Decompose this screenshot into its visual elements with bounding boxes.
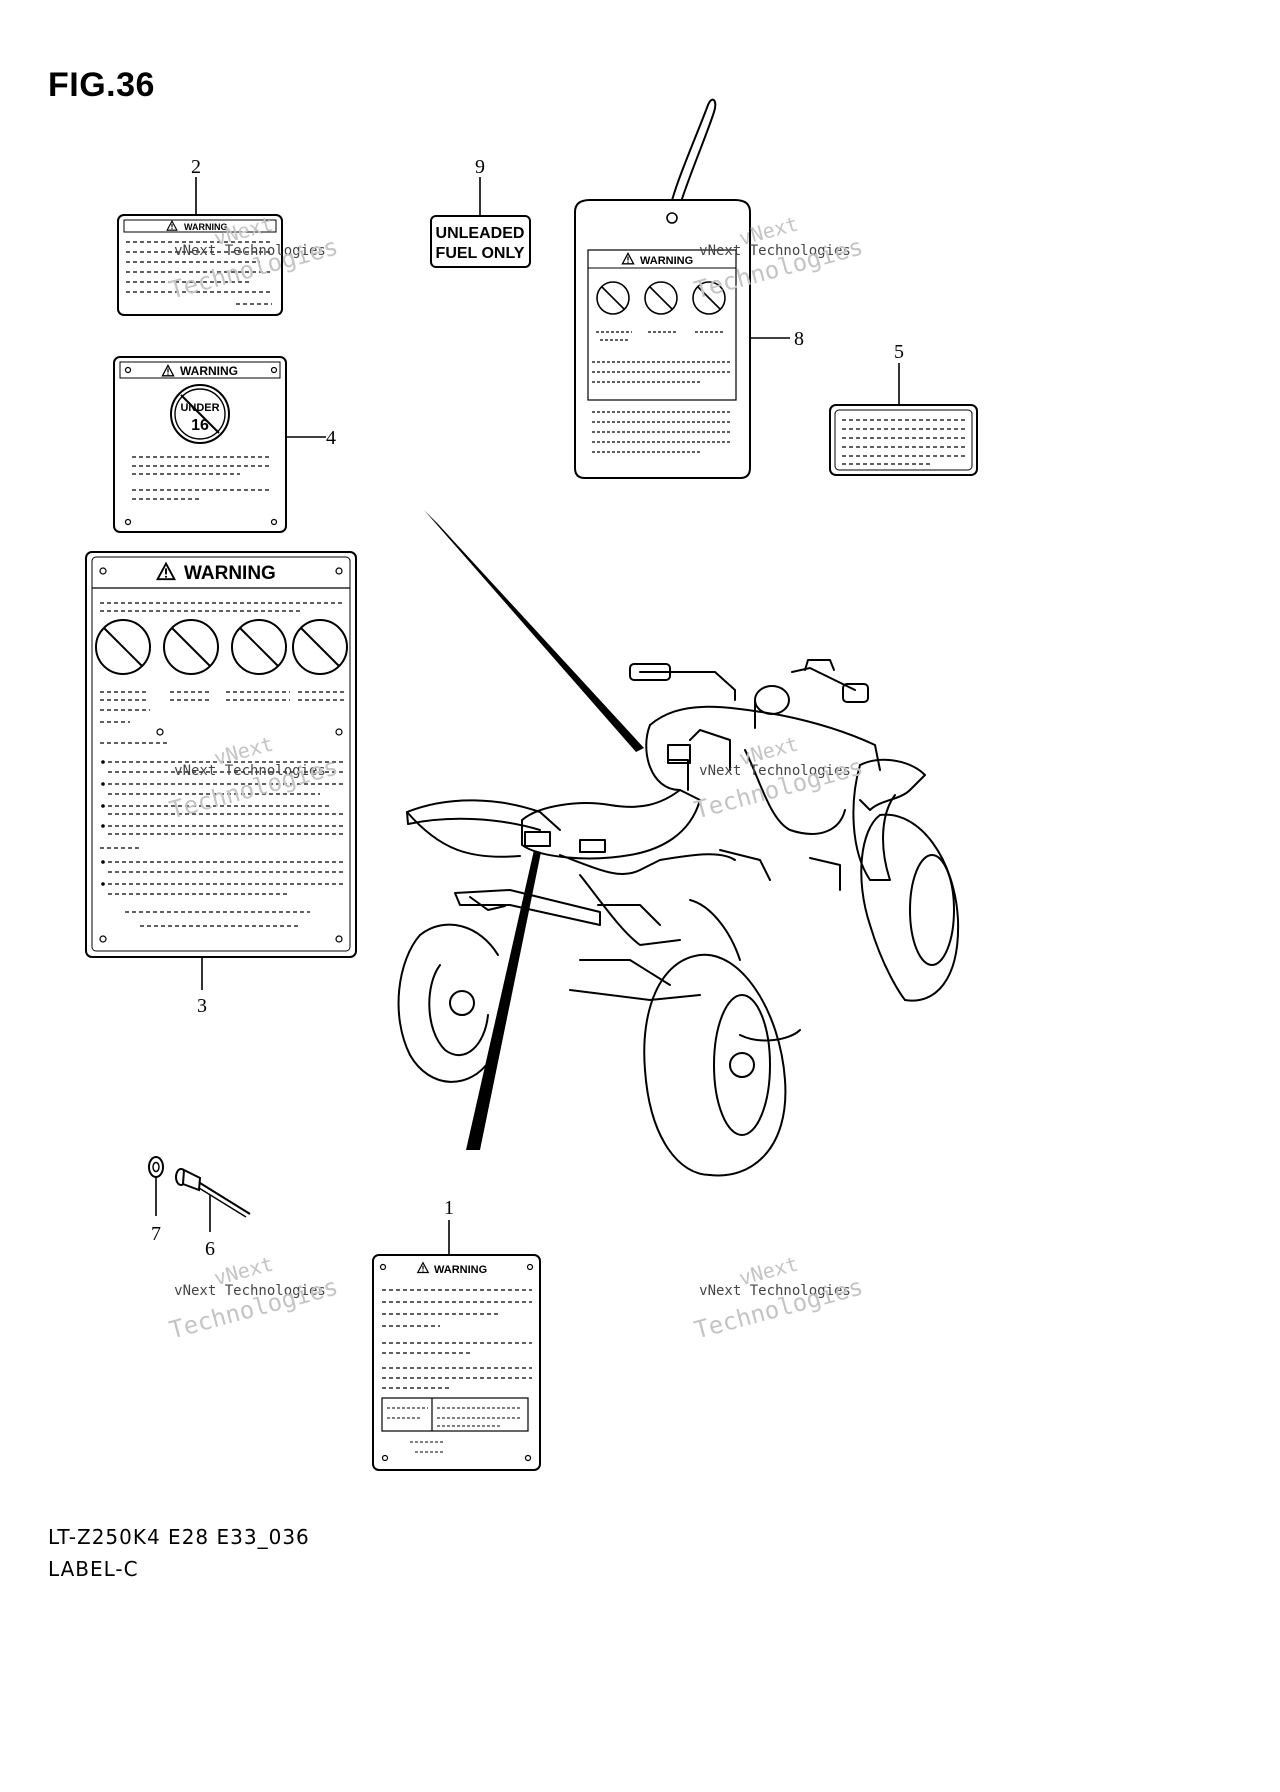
label-part-2: WARNING <box>117 214 283 316</box>
washer-part-7 <box>148 1156 164 1178</box>
age-badge-number: 16 <box>191 417 209 434</box>
label-part-3: WARNING <box>85 551 357 958</box>
label-2-warning-text: WARNING <box>184 222 228 232</box>
label-3-warning-text: WARNING <box>184 563 276 584</box>
watermark-line2: vNext Technologies <box>699 763 851 779</box>
section-name: LABEL-C <box>48 1557 139 1581</box>
label-part-4: WARNING UNDER 16 <box>113 356 287 533</box>
pointer-arrows <box>424 510 644 1150</box>
callout-6: 6 <box>205 1238 215 1260</box>
watermark-line2: vNext Technologies <box>699 243 851 259</box>
age-badge-text: UNDER <box>180 402 219 414</box>
fuel-label-line2: FUEL ONLY <box>436 245 525 262</box>
label-8-warning-text: WARNING <box>640 255 693 267</box>
label-part-5 <box>829 404 978 476</box>
label-part-9: UNLEADED FUEL ONLY <box>430 215 531 268</box>
model-code: LT-Z250K4 E28 E33_036 <box>48 1525 310 1549</box>
callout-3: 3 <box>197 995 207 1017</box>
label-part-1: WARNING <box>372 1254 541 1471</box>
label-1-warning-text: WARNING <box>434 1264 487 1276</box>
label-4-warning-text: WARNING <box>180 364 238 378</box>
callout-1: 1 <box>444 1197 454 1219</box>
callout-8: 8 <box>794 328 804 350</box>
rivet-part-6 <box>175 1168 251 1218</box>
callout-2: 2 <box>191 156 201 178</box>
callout-5: 5 <box>894 341 904 363</box>
atv-drawing <box>397 659 960 1177</box>
watermark-line2: vNext Technologies <box>174 1283 326 1299</box>
callout-9: 9 <box>475 156 485 178</box>
leader-lines <box>155 177 900 1255</box>
label-part-8: WARNING <box>574 98 751 479</box>
callout-4: 4 <box>326 427 336 449</box>
figure-title: FIG.36 <box>48 66 155 104</box>
watermark-line2: vNext Technologies <box>699 1283 851 1299</box>
callout-7: 7 <box>151 1223 161 1245</box>
watermark-line2: vNext Technologies <box>174 763 326 779</box>
fuel-label-line1: UNLEADED <box>436 225 525 242</box>
watermark-line2: vNext Technologies <box>174 243 326 259</box>
